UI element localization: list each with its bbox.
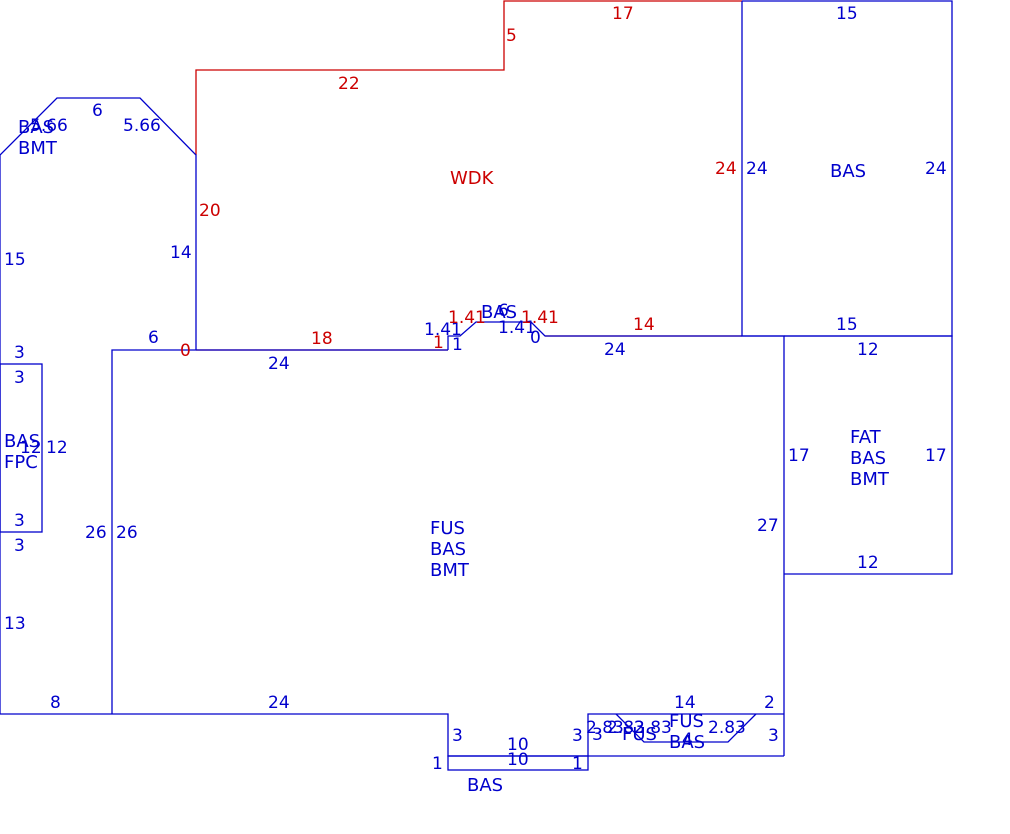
area-label-right-top: BAS: [830, 161, 866, 182]
dim-label: 26: [116, 523, 138, 543]
area-label-bottom-small: BAS: [467, 775, 503, 796]
area-label-bottom-right-1: FUS: [669, 711, 704, 732]
area-labels: BAS BMT BAS FPC WDK BAS BAS FUS BAS BMT …: [4, 117, 890, 796]
area-label-main-1: FUS: [430, 518, 465, 539]
dim-label-red: 1: [433, 333, 444, 353]
dim-label: 14: [674, 693, 696, 713]
dim-label: 14: [170, 243, 192, 263]
area-label-fat-3: BMT: [850, 469, 890, 490]
blue-outlines: [0, 0, 953, 771]
dim-label: 12: [46, 438, 68, 458]
dim-label-red: 14: [633, 315, 655, 335]
blue-dimension-labels: 5.66 6 5.66 15 14 3 6 3 12 12 3 3 26 26 …: [4, 4, 947, 774]
dim-label: 3: [14, 343, 25, 363]
dim-label-red: 20: [199, 201, 221, 221]
dim-label: 24: [746, 159, 768, 179]
dim-label: 5.66: [123, 116, 161, 136]
dim-label: 12: [20, 438, 42, 458]
dim-label: 1: [432, 754, 443, 774]
area-label-wdk: WDK: [450, 168, 495, 189]
area-label-left-top-2: BMT: [18, 138, 58, 159]
dim-label: 6: [498, 301, 509, 321]
area-label-bottom-right-extra: FUS: [622, 724, 657, 745]
dim-label: 2.83: [708, 718, 746, 738]
dim-label-red: 18: [311, 329, 333, 349]
dim-label: 3: [14, 368, 25, 388]
area-label-left-top-1: BAS: [18, 117, 54, 138]
dim-label: 3: [14, 536, 25, 556]
dim-label: 1: [452, 335, 463, 355]
dim-label: 3: [592, 725, 603, 745]
dim-label: 17: [925, 446, 947, 466]
dim-label: 1.41: [498, 318, 536, 338]
area-label-main-2: BAS: [430, 539, 466, 560]
dim-label: 1: [572, 754, 583, 774]
dim-label: 24: [268, 354, 290, 374]
dim-label: 3: [572, 726, 583, 746]
dim-label: 4: [682, 730, 693, 750]
dim-label: 3: [14, 511, 25, 531]
dim-label: 24: [925, 159, 947, 179]
dim-label-red: 0: [180, 341, 191, 361]
dim-label: 1.41: [424, 320, 462, 340]
dim-label: 17: [788, 446, 810, 466]
dim-label: 15: [4, 250, 26, 270]
area-label-main-3: BMT: [430, 560, 470, 581]
dim-label: 15: [836, 315, 858, 335]
dim-label: 0: [530, 328, 541, 348]
dim-label: 15: [836, 4, 858, 24]
dim-label: 12: [857, 340, 879, 360]
area-label-left-mid-1: BAS: [4, 431, 40, 452]
dim-label: 2: [764, 693, 775, 713]
area-label-fat-2: BAS: [850, 448, 886, 469]
dim-label: 3: [452, 726, 463, 746]
dim-label: 2.83: [607, 718, 645, 738]
dim-label-red: 1.41: [521, 308, 559, 328]
dim-label: 6: [148, 328, 159, 348]
dim-label-red: 17: [612, 4, 634, 24]
dim-label-red: 22: [338, 74, 360, 94]
dim-label: 27: [757, 516, 779, 536]
dim-label: 3: [768, 726, 779, 746]
dim-label: 26: [85, 523, 107, 543]
dim-label: 6: [92, 101, 103, 121]
dim-label: 2.83: [586, 718, 624, 738]
dim-label: 24: [268, 693, 290, 713]
dim-label: 10: [507, 750, 529, 770]
area-label-bottom-right-2: BAS: [669, 732, 705, 753]
dim-label: 2.83: [634, 718, 672, 738]
dim-label-red: 24: [715, 159, 737, 179]
dim-label: 13: [4, 614, 26, 634]
dim-label: 12: [857, 553, 879, 573]
red-dimension-labels: 17 5 22 20 24 18 0 1.41 1 1.41 14: [180, 4, 737, 361]
dim-label-red: 5: [506, 26, 517, 46]
dim-label-red: 1.41: [448, 308, 486, 328]
dim-label: 8: [50, 693, 61, 713]
area-label-bay: BAS: [481, 302, 517, 323]
area-label-left-mid-2: FPC: [4, 452, 38, 473]
dim-label: 24: [604, 340, 626, 360]
area-label-fat-1: FAT: [850, 427, 882, 448]
dim-label: 10: [507, 735, 529, 755]
dim-label: 5.66: [30, 116, 68, 136]
